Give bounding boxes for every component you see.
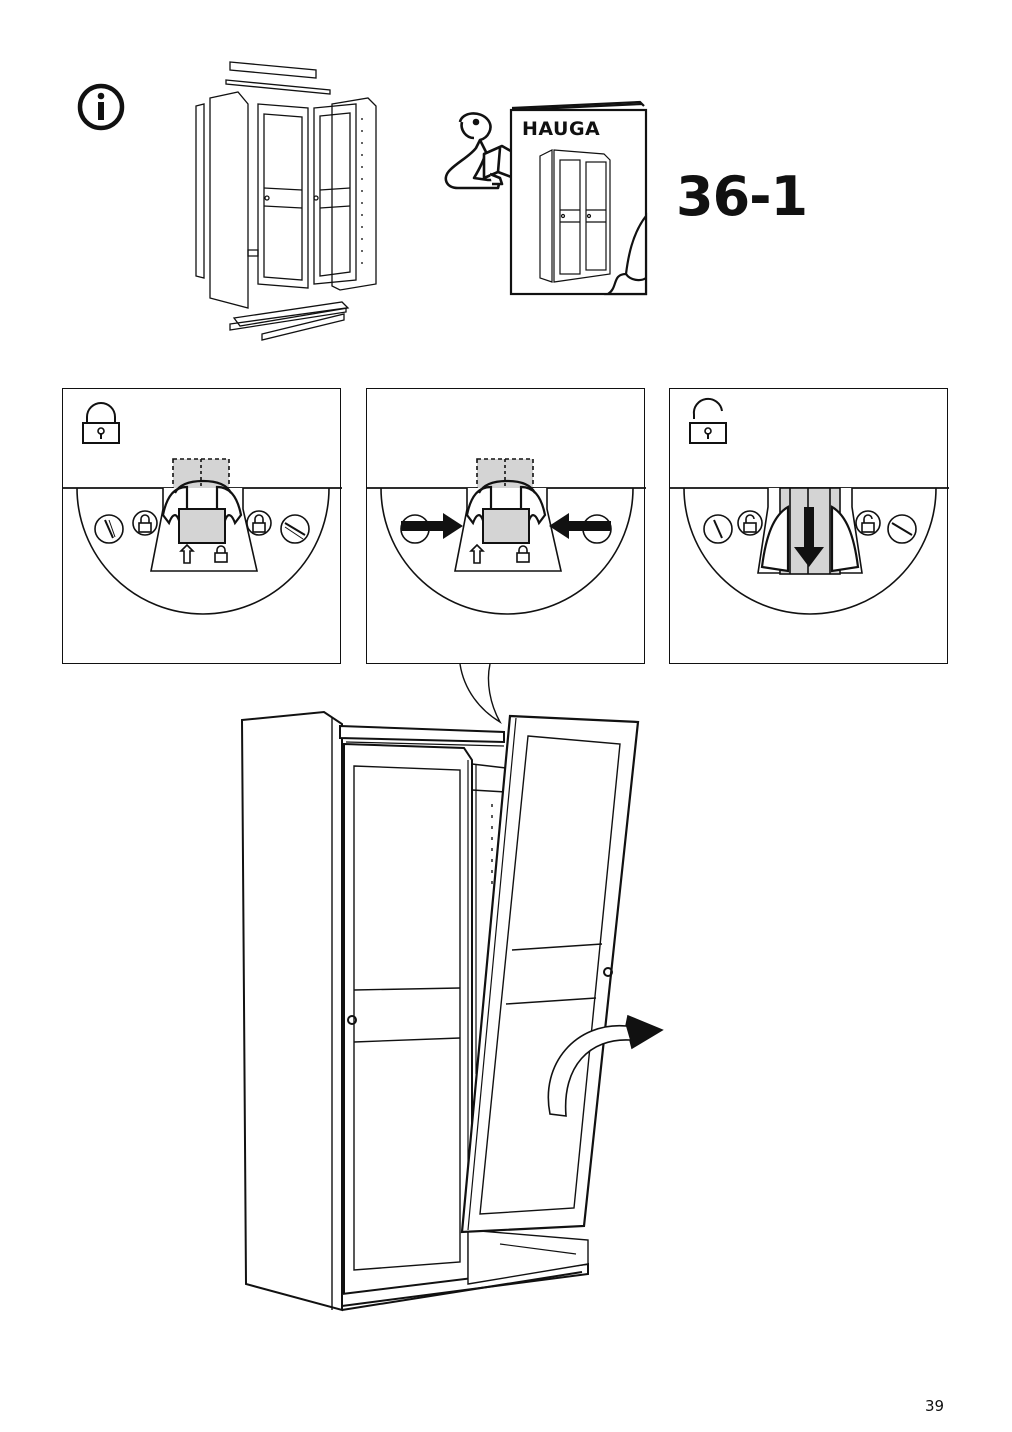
page-number: 39 bbox=[925, 1397, 945, 1415]
reading-man-icon bbox=[440, 108, 520, 198]
lock-open-icon bbox=[689, 397, 727, 444]
assembly-booklet: HAUGA bbox=[508, 98, 652, 298]
exploded-wardrobe-illustration bbox=[190, 58, 390, 348]
lift-off-arrow bbox=[547, 1014, 664, 1117]
detail-panel-locked bbox=[62, 388, 342, 664]
step-reference-number: 36-1 bbox=[676, 165, 808, 228]
down-arrow bbox=[794, 507, 824, 567]
booklet-title: HAUGA bbox=[522, 118, 601, 140]
squeeze-arrows bbox=[401, 513, 611, 539]
detail-panel-squeeze bbox=[366, 388, 646, 664]
info-icon bbox=[76, 82, 126, 132]
lock-closed-icon bbox=[82, 402, 120, 444]
detail-panel-unlocked bbox=[669, 388, 949, 664]
callout-pointer bbox=[450, 660, 510, 730]
wardrobe-with-door-removal bbox=[236, 704, 676, 1320]
